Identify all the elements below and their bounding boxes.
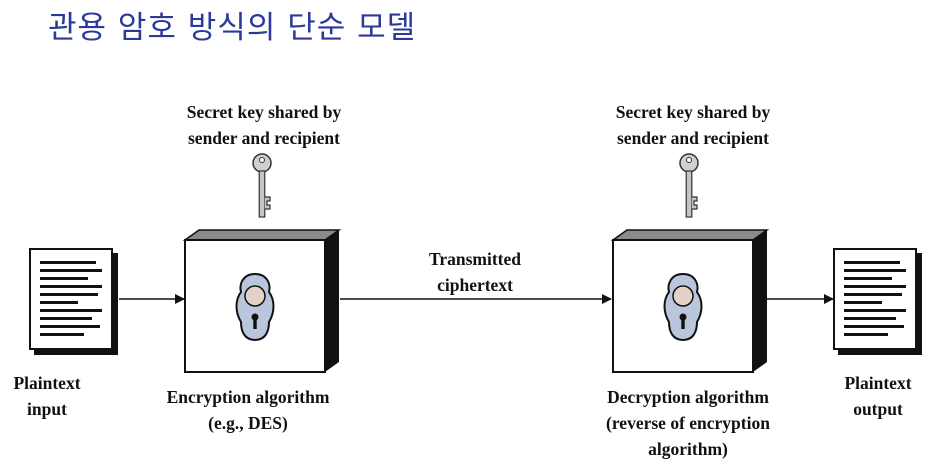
decryption-algorithm-box xyxy=(612,229,768,373)
plaintext-output-label-line-1: Plaintext xyxy=(844,373,912,393)
decryption-label-line-1: Decryption algorithm xyxy=(607,387,769,407)
transmitted-label-line-1: Transmitted xyxy=(428,249,522,269)
decryption-label-line-3: algorithm) xyxy=(648,439,728,459)
encryption-label-line-1: Encryption algorithm xyxy=(166,387,330,407)
key-label-right-line-2: sender and recipient xyxy=(617,128,769,148)
plaintext-input-document-icon xyxy=(29,248,119,356)
plaintext-output-label: Plaintext output xyxy=(823,370,933,422)
key-label-left-line-2: sender and recipient xyxy=(188,128,340,148)
decryption-algorithm-label: Decryption algorithm (reverse of encrypt… xyxy=(572,384,804,462)
encryption-algorithm-box xyxy=(184,229,340,373)
key-icon-left xyxy=(252,153,272,218)
transmitted-label-line-2: ciphertext xyxy=(437,275,513,295)
key-icon-right xyxy=(679,153,699,218)
key-label-left-line-1: Secret key shared by xyxy=(186,102,342,122)
key-label-right-line-1: Secret key shared by xyxy=(615,102,771,122)
encryption-algorithm-label: Encryption algorithm (e.g., DES) xyxy=(140,384,356,436)
encryption-label-line-2: (e.g., DES) xyxy=(208,413,288,433)
decryption-label-line-2: (reverse of encryption xyxy=(606,413,770,433)
key-label-left: Secret key shared by sender and recipien… xyxy=(166,99,362,151)
plaintext-input-label: Plaintext input xyxy=(0,370,94,422)
plaintext-output-document-icon xyxy=(833,248,923,356)
key-label-right: Secret key shared by sender and recipien… xyxy=(595,99,791,151)
plaintext-input-label-line-2: input xyxy=(27,399,67,419)
transmitted-ciphertext-label: Transmitted ciphertext xyxy=(395,246,555,298)
plaintext-input-label-line-1: Plaintext xyxy=(13,373,81,393)
page-title: 관용 암호 방식의 단순 모델 xyxy=(48,10,417,46)
plaintext-output-label-line-2: output xyxy=(853,399,903,419)
